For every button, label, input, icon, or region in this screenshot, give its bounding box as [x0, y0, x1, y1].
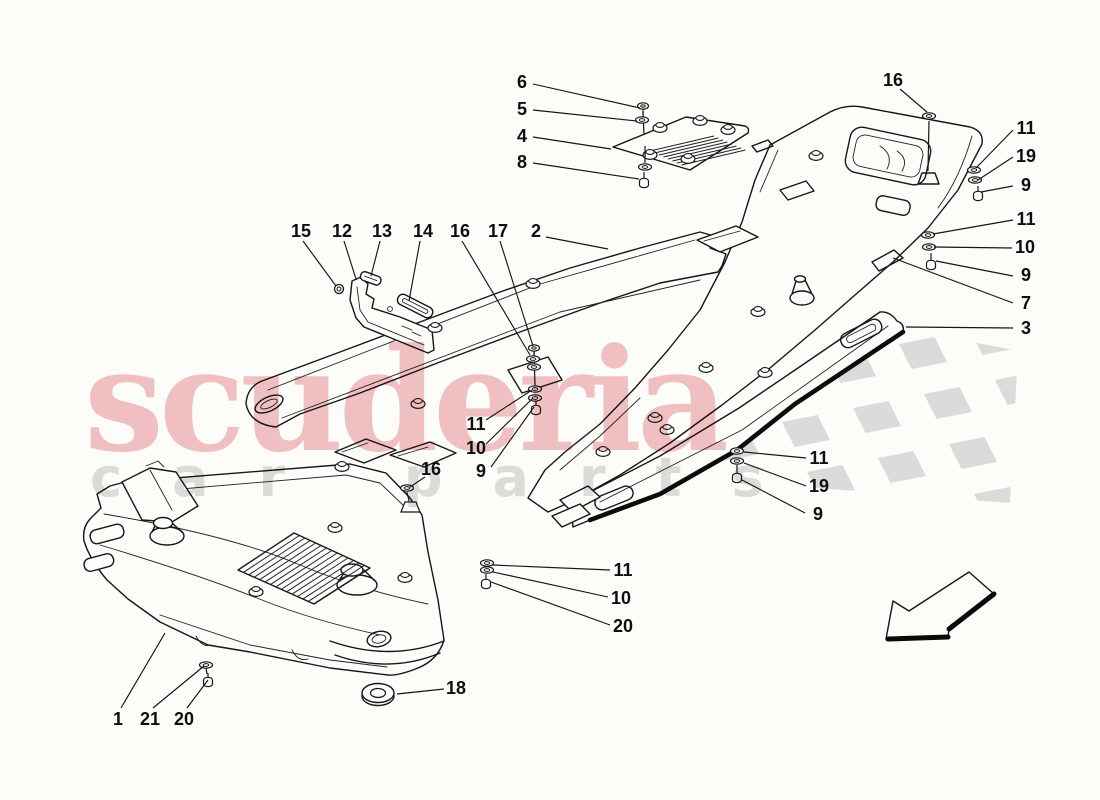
callout-leader [485, 389, 533, 421]
callout-leader [186, 679, 209, 709]
part-callout-2: 2 [531, 221, 541, 241]
callout-leader [935, 260, 1014, 277]
callout-leader [492, 564, 611, 571]
part-callout-9: 9 [1021, 175, 1031, 195]
part-callout-16: 16 [883, 70, 903, 90]
callout-leader [932, 219, 1014, 235]
part-callout-6: 6 [517, 72, 527, 92]
part-callout-10: 10 [1015, 237, 1035, 257]
part-callout-14: 14 [413, 221, 433, 241]
callout-leader [975, 129, 1014, 169]
part-callout-10: 10 [466, 438, 486, 458]
callout-leader [532, 136, 612, 150]
part-callout-10: 10 [611, 588, 631, 608]
callout-leader [741, 479, 806, 514]
part-callout-11: 11 [1016, 209, 1035, 229]
callout-leader [892, 257, 1014, 304]
mount-boss [336, 563, 378, 596]
callout-leader [980, 185, 1014, 193]
callout-leader [933, 246, 1013, 249]
callout-leader [120, 632, 166, 709]
part-callout-15: 15 [291, 221, 311, 241]
callout-leader [408, 240, 421, 302]
part-callout-5: 5 [517, 99, 527, 119]
side-floor-panel [245, 225, 759, 428]
joining-brackets [334, 438, 457, 468]
part-callout-13: 13 [372, 221, 392, 241]
callout-leader [490, 406, 535, 468]
callout-leader [343, 240, 357, 280]
direction-arrow [885, 571, 997, 642]
callout-leader [492, 571, 609, 598]
callout-leader [490, 581, 611, 626]
part-callout-18: 18 [446, 678, 466, 698]
part-callout-9: 9 [813, 504, 823, 524]
part-callout-21: 21 [140, 709, 160, 729]
part-callout-9: 9 [1021, 265, 1031, 285]
callout-leader [370, 240, 381, 277]
panel-bumps [248, 115, 824, 597]
callout-leader [532, 83, 641, 109]
part-callout-8: 8 [517, 152, 527, 172]
vent-ribs [237, 532, 370, 605]
part-callout-11: 11 [1016, 118, 1035, 138]
callout-leader [302, 240, 337, 287]
part-callout-16: 16 [421, 459, 441, 479]
clip-part-13 [359, 270, 382, 286]
callout-leader [743, 451, 807, 459]
callout-leader [905, 326, 1014, 329]
part-callout-11: 11 [613, 560, 632, 580]
callout-leader [396, 688, 445, 695]
callout-leader [532, 162, 640, 180]
callout-leader [152, 665, 205, 709]
part-callout-11: 11 [466, 414, 485, 434]
callout-leader [545, 236, 609, 250]
part-callout-1: 1 [113, 709, 123, 729]
callout-leader [899, 88, 928, 113]
callout-leader [532, 109, 638, 122]
callout-leader [977, 156, 1014, 181]
part-callout-9: 9 [476, 461, 486, 481]
part-callout-20: 20 [613, 616, 633, 636]
part-callout-19: 19 [809, 476, 829, 496]
part-callout-19: 19 [1016, 146, 1036, 166]
callout-leader [499, 240, 534, 347]
part-callout-4: 4 [517, 126, 527, 146]
callout-leader [743, 462, 807, 487]
slotted-plate-part-14 [396, 293, 434, 319]
callout-leader [409, 476, 426, 488]
front-tray-panel [82, 460, 445, 676]
part-callout-12: 12 [332, 221, 352, 241]
callout-leader [485, 397, 534, 445]
part-callout-16: 16 [450, 221, 470, 241]
callout-leader [461, 240, 531, 356]
mount-boss [149, 516, 185, 546]
part-callout-3: 3 [1021, 318, 1031, 338]
part-callout-17: 17 [488, 221, 508, 241]
part-callout-11: 11 [809, 448, 828, 468]
part-callout-20: 20 [174, 709, 194, 729]
part-callout-7: 7 [1021, 293, 1031, 313]
